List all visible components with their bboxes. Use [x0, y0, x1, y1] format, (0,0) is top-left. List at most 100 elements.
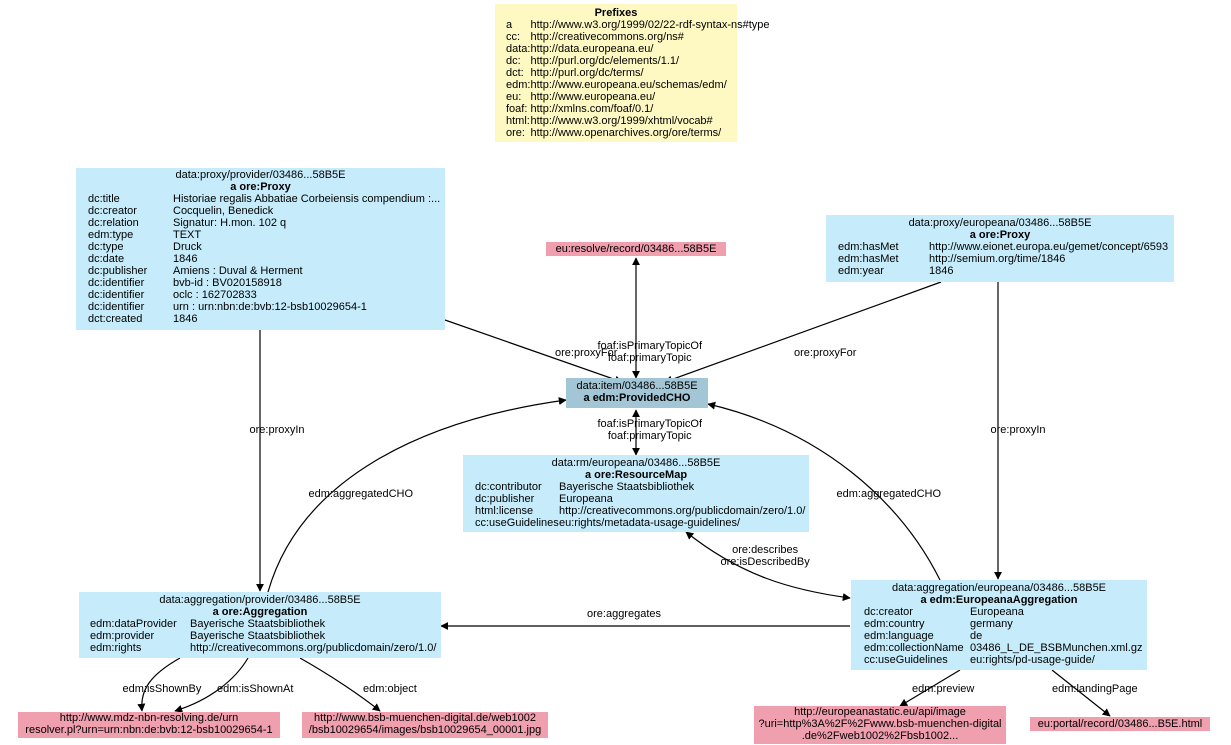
property-value: http://purl.org/dc/terms/ [530, 67, 644, 79]
property-key: ore: [506, 127, 525, 139]
node-id: data:rm/europeana/03486...58B5E [551, 457, 721, 469]
property-value: urn : urn:nbn:de:bvb:12-bsb10029654-1 [173, 301, 367, 313]
property-key: edm:provider [90, 630, 155, 642]
property-value: Amiens : Duval & Herment [173, 265, 303, 277]
node-type: a edm:EuropeanaAggregation [920, 594, 1078, 606]
label-proxyfor-left: ore:proxyFor [555, 347, 618, 359]
property-value: http://www.eionet.europa.eu/gemet/concep… [929, 241, 1169, 253]
property-value: 03486_L_DE_BSBMunchen.xml.gz [970, 642, 1143, 654]
europeana-proxy-node: data:proxy/europeana/03486...58B5E a ore… [826, 215, 1174, 282]
label-isshownby: edm:isShownBy [122, 683, 202, 695]
label-aggregatedcho-left: edm:aggregatedCHO [308, 488, 414, 500]
property-value: eu:rights/metadata-usage-guidelines/ [559, 517, 741, 529]
property-key: dc:relation [88, 217, 139, 229]
literal-line: resolver.pl?urn=urn:nbn:de:bvb:12-bsb100… [25, 724, 273, 736]
property-value: 1846 [173, 253, 198, 265]
property-value: eu:rights/pd-usage-guide/ [970, 654, 1095, 666]
property-key: edm:language [864, 630, 934, 642]
node-id: data:aggregation/europeana/03486...58B5E [891, 582, 1107, 594]
property-key: dc: [506, 55, 521, 67]
property-key: edm:rights [90, 642, 142, 654]
property-key: edm:type [88, 229, 134, 241]
label-landingpage: edm:landingPage [1052, 683, 1138, 695]
node-type: a ore:Proxy [230, 181, 291, 193]
node-id: data:proxy/europeana/03486...58B5E [908, 217, 1092, 229]
node-id: data:item/03486...58B5E [576, 380, 698, 392]
edge-describes [685, 531, 851, 602]
property-row: edm:rights http://creativecommons.org/pub… [90, 642, 436, 654]
property-key: cc: [506, 31, 521, 43]
edge-aggregatedcho-left [267, 397, 567, 593]
property-value: 1846 [929, 265, 954, 277]
literal-line: http://www.bsb-muenchen-digital.de/web10… [314, 712, 536, 724]
edge-preview [899, 669, 961, 707]
property-key: foaf: [506, 103, 528, 115]
label-proxyin-left: ore:proxyIn [249, 424, 305, 436]
property-row: foaf:http://xmlns.com/foaf/0.1/ [506, 103, 770, 115]
property-row: eu:http://www.europeana.eu/ [506, 91, 770, 103]
node-id: data:proxy/provider/03486...58B5E [175, 169, 346, 181]
literal-line: ?uri=http%3A%2F%2Fwww.bsb-muenchen-digit… [758, 718, 1002, 730]
property-row: cc: http://creativecommons.org/ns# [506, 31, 770, 43]
property-row: dct: http://purl.org/dc/terms/ [506, 67, 770, 79]
property-value: de [970, 630, 983, 642]
edge-object [299, 657, 381, 712]
europeana-proxy-props: edm:hasMet http://www.eionet.europa.eu/ge… [838, 241, 1168, 277]
property-key: html: [506, 115, 530, 127]
bsb-object-node: http://www.bsb-muenchen-digital.de/web10… [302, 712, 548, 738]
property-key: dc:publisher [475, 493, 535, 505]
property-value: Historiae regalis Abbatiae Corbeiensis c… [173, 193, 441, 205]
label-line: ore:isDescribedBy [720, 556, 810, 568]
property-key: dct: [506, 67, 524, 79]
property-value: Druck [173, 241, 202, 253]
label-proxyin-right: ore:proxyIn [990, 424, 1046, 436]
property-row: dc:http://purl.org/dc/elements/1.1/ [506, 55, 770, 67]
property-value: bvb-id : BV020158918 [173, 277, 282, 289]
property-value: http://creativecommons.org/ns# [530, 31, 684, 43]
property-key: edm: [506, 79, 531, 91]
label-proxyfor-right: ore:proxyFor [794, 347, 857, 359]
label-describes: ore:describes ore:isDescribedBy [721, 544, 810, 568]
resource-map-node: data:rm/europeana/03486...58B5E a ore:Re… [463, 455, 809, 532]
edge-isshownat [174, 657, 249, 713]
property-key: dc:identifier [88, 301, 145, 313]
property-value: http://creativecommons.org/publicdomain/… [190, 642, 437, 654]
property-key: edm:dataProvider [90, 618, 177, 630]
property-key: edm:year [838, 265, 884, 277]
property-key: edm:hasMet [838, 253, 899, 265]
label-preview: edm:preview [912, 683, 975, 695]
europeana-aggregation-node: data:aggregation/europeana/03486...58B5E… [851, 580, 1147, 670]
label-primarytopic-top: foaf:isPrimaryTopicOf foaf:primaryTopic [598, 340, 703, 364]
mdz-resolver-node: http://www.mdz-nbn-resolving.de/urn reso… [18, 712, 280, 738]
property-row: dc:identifier urn : urn:nbn:de:bvb:12-bsb… [88, 301, 440, 313]
label-line: foaf:primaryTopic [607, 430, 692, 442]
property-key: dc:date [88, 253, 125, 265]
node-type: a ore:Proxy [969, 229, 1031, 241]
edge-isshownby [137, 657, 181, 712]
property-row: html:http://www.w3.org/1999/xhtml/vocab# [506, 115, 770, 127]
label-line: foaf:isPrimaryTopicOf [597, 418, 703, 430]
property-value: http://www.europeana.eu/ [530, 91, 656, 103]
literal-line: /bsb10029654/images/bsb10029654_00001.jp… [308, 724, 542, 736]
property-row: data:http://data.europeana.eu/ [506, 43, 770, 55]
property-key: a [506, 19, 513, 31]
property-value: http://xmlns.com/foaf/0.1/ [530, 103, 654, 115]
label-line: ore:describes [732, 544, 799, 556]
property-key: dc:type [88, 241, 124, 253]
property-key: html:license [475, 505, 534, 517]
property-key: data: [506, 43, 531, 55]
